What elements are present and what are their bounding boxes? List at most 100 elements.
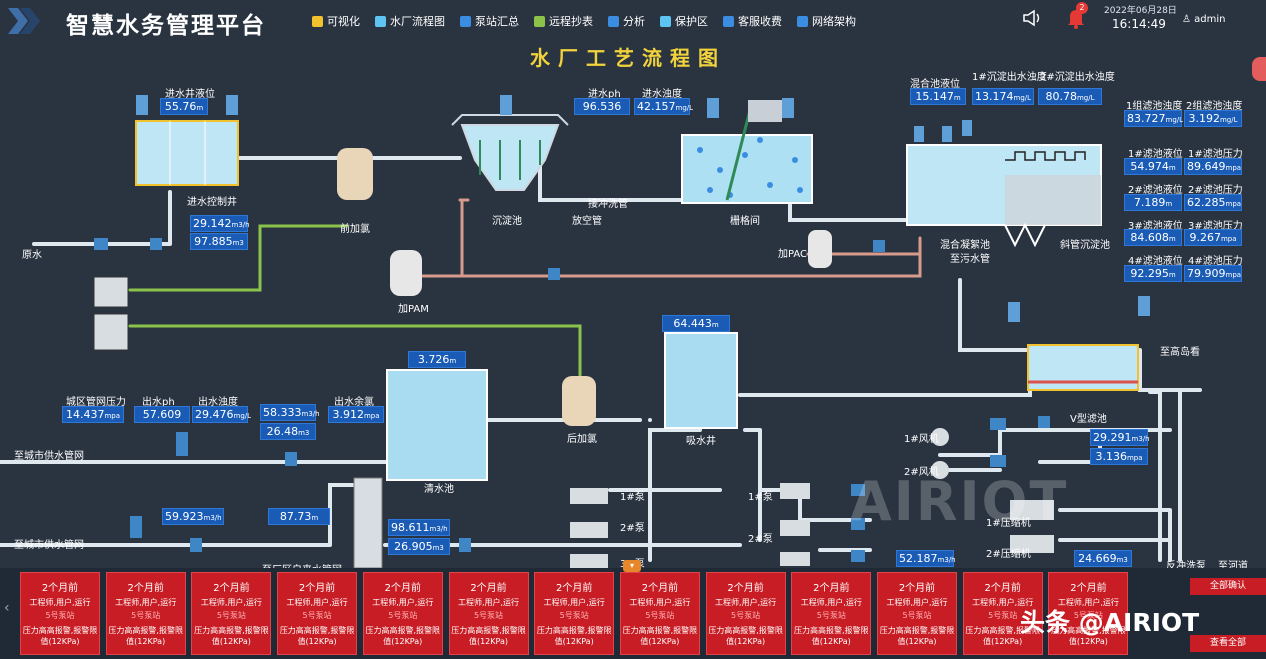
value-text: 84.608 [1130, 231, 1169, 244]
unit-text: m3 [1116, 556, 1128, 564]
nav-label: 保护区 [675, 15, 708, 28]
nav-item-1[interactable]: 水厂流程图 [375, 13, 445, 29]
unit-text: m3/h [203, 514, 222, 522]
label-pump1b: 1#泵 [748, 492, 773, 503]
unit-text: m [1168, 271, 1176, 279]
speaker-icon[interactable] [1022, 9, 1044, 27]
alarm-who: 工程师,用户,运行 [543, 598, 605, 607]
nav-label: 网络架构 [812, 15, 856, 28]
nav-item-0[interactable]: 可视化 [312, 13, 360, 29]
confirm-all-button[interactable]: 全部确认 [1190, 578, 1266, 595]
label-sed1: 1#沉淀出水浊度 [972, 72, 1047, 83]
value-text: 97.885 [194, 235, 233, 248]
notification-badge: 2 [1076, 2, 1088, 14]
label-to_city2: 至城市供水管网 [14, 540, 84, 551]
unit-text: mg/L [1219, 116, 1238, 124]
unit-text: m3 [232, 239, 244, 247]
label-inlet_ctrl: 进水控制井 [187, 197, 237, 208]
label-drain_pipe: 放空管 [572, 216, 602, 227]
value-f4l: 92.295m [1124, 265, 1182, 282]
nav-label: 水厂流程图 [390, 15, 445, 28]
value-inlet_flow: 29.142m3/h [190, 215, 250, 232]
nav-icon [723, 15, 734, 27]
alarm-who: 工程师,用户,运行 [1057, 598, 1119, 607]
value-city_p: 14.437mpa [62, 406, 124, 423]
unit-text: mg/L [1076, 94, 1095, 102]
label-fan1: 1#风机 [904, 434, 939, 445]
value-clear_level: 3.726m [408, 351, 466, 368]
value-plant_level: 87.73m [268, 508, 330, 525]
value-inlet_level: 55.76m [160, 98, 208, 115]
logo-icon [8, 8, 40, 34]
chevron-left-icon[interactable]: ‹ [4, 600, 10, 616]
alarm-who: 工程师,用户,运行 [886, 598, 948, 607]
collapse-button[interactable]: ▾ [623, 560, 641, 572]
label-suction: 吸水井 [686, 436, 716, 447]
label-f1l: 1#滤池液位 [1128, 149, 1183, 160]
process-diagram [0, 95, 1202, 568]
nav-item-7[interactable]: 网络架构 [797, 13, 856, 29]
unit-text: m [1165, 200, 1173, 208]
value-text: 15.147 [915, 90, 954, 103]
alarm-msg: 压力高高报警,报警限值(12KPa) [1051, 626, 1126, 646]
label-settle: 沉淀池 [492, 216, 522, 227]
label-comp1: 1#压缩机 [986, 518, 1031, 529]
value-text: 62.285 [1187, 196, 1226, 209]
label-to_hi: 至高岛看 [1160, 347, 1200, 358]
nav-item-2[interactable]: 泵站汇总 [460, 13, 519, 29]
alarm-msg: 压力高高报警,报警限值(12KPa) [794, 626, 869, 646]
value-text: 7.189 [1133, 196, 1166, 209]
alarm-site: 5号泵站 [473, 611, 504, 620]
view-all-button[interactable]: 查看全部 [1190, 635, 1266, 652]
value-v_flow: 29.291m3/h [1090, 429, 1150, 446]
value-text: 87.73 [279, 510, 312, 523]
label-backwash_pump: 反冲洗泵 [1166, 561, 1206, 572]
value-text: 59.923 [165, 510, 204, 523]
settings-side-tab[interactable] [1252, 57, 1266, 81]
value-text: 98.611 [391, 521, 430, 534]
user-menu[interactable]: ♙ admin [1182, 14, 1226, 25]
value-fan_flow: 52.187m3/h [896, 550, 956, 567]
value-out_ph: 57.609 [134, 406, 190, 423]
unit-text: m [449, 357, 457, 365]
unit-text: m [1168, 164, 1176, 172]
value-text: 57.609 [142, 408, 182, 421]
unit-text: mg/L [1013, 94, 1032, 102]
nav-item-4[interactable]: 分析 [608, 13, 645, 29]
nav-item-5[interactable]: 保护区 [660, 13, 708, 29]
label-mix_level: 混合池液位 [910, 79, 960, 90]
value-inlet_turb: 42.157mg/L [634, 98, 693, 115]
alarm-msg: 压力高高报警,报警限值(12KPa) [194, 626, 269, 646]
nav-label: 客服收费 [738, 15, 782, 28]
unit-text: mpa [1225, 271, 1242, 279]
alarm-time: 2个月前 [41, 583, 79, 594]
alarm-site: 5号泵站 [988, 611, 1018, 620]
nav-item-3[interactable]: 远程抄表 [534, 13, 593, 29]
alarm-site: 5号泵站 [902, 611, 932, 620]
value-g1t: 83.727mg/L [1124, 110, 1183, 127]
time-label: 16:14:49 [1112, 17, 1166, 31]
alarm-site: 5号泵站 [302, 611, 332, 620]
nav-item-6[interactable]: 客服收费 [723, 13, 782, 29]
unit-text: mpa [104, 412, 121, 420]
nav-label: 泵站汇总 [475, 15, 519, 28]
alarm-who: 工程师,用户,运行 [29, 598, 91, 607]
label-clear_pool: 清水池 [424, 484, 454, 495]
value-text: 80.78 [1045, 90, 1077, 103]
label-fan2: 2#风机 [904, 467, 939, 478]
user-icon: ♙ [1182, 14, 1195, 25]
alarm-time: 2个月前 [813, 583, 850, 594]
